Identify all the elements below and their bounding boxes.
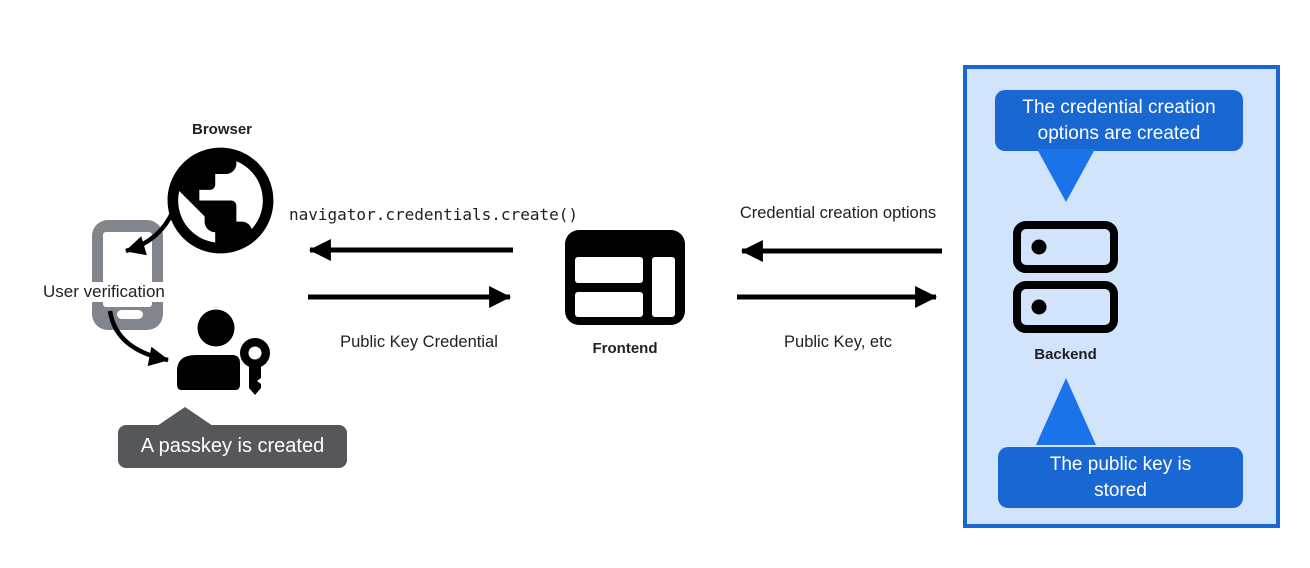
frontend-label: Frontend [592, 340, 658, 357]
public-key-etc-label: Public Key, etc [784, 333, 892, 351]
navigator-credentials-create-label: navigator.credentials.create() [289, 205, 578, 224]
public-key-stored-tooltip-pointer [1036, 378, 1096, 445]
browser-window-icon [565, 230, 685, 325]
credential-creation-options-label: Credential creation options [739, 204, 937, 222]
smartphone-icon [92, 220, 163, 330]
credential-options-tooltip: The credential creation options are crea… [995, 90, 1243, 151]
person-key-icon [177, 309, 270, 395]
backend-label: Backend [1034, 346, 1097, 363]
public-key-stored-tooltip: The public key is stored [998, 447, 1243, 508]
passkey-tooltip-pointer [157, 407, 213, 426]
globe-icon [167, 147, 274, 254]
credential-options-tooltip-pointer [1037, 149, 1095, 202]
user-verification-label: User verification [41, 282, 167, 303]
passkey-tooltip: A passkey is created [118, 425, 347, 468]
browser-label: Browser [191, 121, 253, 138]
server-stack-icon [1013, 221, 1118, 333]
public-key-credential-label: Public Key Credential [340, 333, 498, 351]
